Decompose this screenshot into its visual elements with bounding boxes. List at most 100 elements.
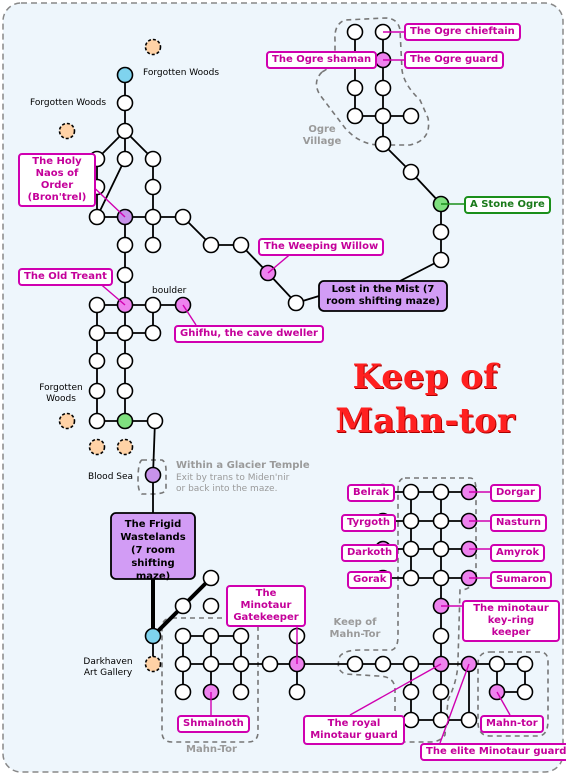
map-edge (152, 420, 156, 476)
mob-nasturn: Nasturn (490, 514, 548, 532)
map-room (144, 208, 162, 226)
mob-gorak: Gorak (347, 571, 393, 589)
map-room (232, 627, 250, 645)
map-room (432, 483, 450, 501)
map-room (116, 236, 134, 254)
frigid-wastelands-box (110, 512, 196, 580)
map-room (374, 79, 392, 97)
mob-holy-naos: The Holy Naos of Order (Bron'trel) (18, 153, 96, 207)
map-room (174, 208, 192, 226)
map-room (232, 655, 250, 673)
map-room (232, 683, 250, 701)
map-room (287, 294, 305, 312)
area-forgotten-woods-2: Forgotten Woods (30, 98, 107, 108)
map-room (202, 597, 220, 615)
map-room (88, 412, 106, 430)
map-room (144, 150, 162, 168)
map-room (402, 483, 420, 501)
map-room (516, 683, 534, 701)
area-blood-sea: Blood Sea (88, 472, 134, 482)
map-room (432, 569, 450, 587)
map-room (116, 412, 134, 430)
ogre-village-outline (315, 17, 430, 146)
map-room (58, 412, 76, 430)
map-room (116, 352, 134, 370)
area-keep-label: Keep of Mahn-Tor (329, 617, 381, 640)
mob-keyring-keeper: The minotaur key-ring keeper (462, 600, 560, 642)
map-room (402, 163, 420, 181)
map-title: Keep of Mahn-tor (330, 355, 520, 443)
lost-in-mist-label: Lost in the Mist (7 room shifting maze) (326, 284, 440, 307)
map-title-line2: Mahn-tor (335, 401, 515, 441)
map-room (144, 466, 162, 484)
map-room (346, 23, 364, 41)
map-room (516, 655, 534, 673)
map-room (288, 683, 306, 701)
map-room (488, 655, 506, 673)
glacier-outline (137, 459, 167, 495)
label-connector (182, 304, 197, 326)
map-room (116, 266, 134, 284)
map-room (116, 66, 134, 84)
map-room (116, 150, 134, 168)
map-room (58, 122, 76, 140)
mob-ogre-chieftain: The Ogre chieftain (404, 23, 521, 41)
map-room (374, 135, 392, 153)
map-room (174, 655, 192, 673)
map-room (174, 597, 192, 615)
map-room (432, 223, 450, 241)
map-room (116, 94, 134, 112)
map-room (144, 236, 162, 254)
mob-shmalnoth: Shmalnoth (177, 715, 250, 733)
map-room (202, 627, 220, 645)
mob-old-treant: The Old Treant (18, 268, 113, 286)
glacier-note: Exit by trans to Miden'nir or back into … (176, 473, 290, 494)
map-room (116, 438, 134, 456)
nodes-layer (58, 23, 534, 729)
map-room (116, 324, 134, 342)
label-connector (439, 663, 470, 744)
map-room (202, 236, 220, 254)
mob-elite-guard: The elite Minotaur guard (420, 743, 566, 761)
mob-belrak: Belrak (347, 484, 396, 502)
lost-in-mist-box (318, 280, 448, 312)
mob-dorgar: Dorgar (490, 484, 541, 502)
map-room (402, 711, 420, 729)
map-room (432, 627, 450, 645)
map-room (116, 382, 134, 400)
map-room (232, 236, 250, 254)
area-mahntor: Mahn-Tor (186, 744, 237, 755)
map-room (144, 324, 162, 342)
map-room (144, 38, 162, 56)
map-room (374, 107, 392, 125)
map-room (460, 711, 478, 729)
map-room (174, 683, 192, 701)
boulder-label: boulder (152, 286, 187, 296)
map-room (88, 324, 106, 342)
map-room (144, 655, 162, 673)
mob-ghifhu: Ghifhu, the cave dweller (174, 325, 324, 343)
mob-ogre-guard: The Ogre guard (404, 51, 505, 69)
map-room (402, 683, 420, 701)
map-title-line1: Keep of (352, 357, 498, 397)
map-room (346, 79, 364, 97)
mob-royal-guard: The royal Minotaur guard (303, 715, 405, 745)
map-room (144, 627, 162, 645)
map-room (374, 655, 392, 673)
map-room (174, 627, 192, 645)
label-connectors (83, 31, 511, 744)
label-connector (496, 691, 511, 716)
map-room (88, 296, 106, 314)
map-edge (96, 158, 126, 218)
map-room (402, 107, 420, 125)
glacier-title: Within a Glacier Temple (176, 460, 310, 471)
map-room (144, 178, 162, 196)
map-room (402, 540, 420, 558)
map-room (432, 683, 450, 701)
map-room (116, 122, 134, 140)
map-room (432, 512, 450, 530)
map-room (146, 412, 164, 430)
map-room (432, 251, 450, 269)
map-room (88, 352, 106, 370)
